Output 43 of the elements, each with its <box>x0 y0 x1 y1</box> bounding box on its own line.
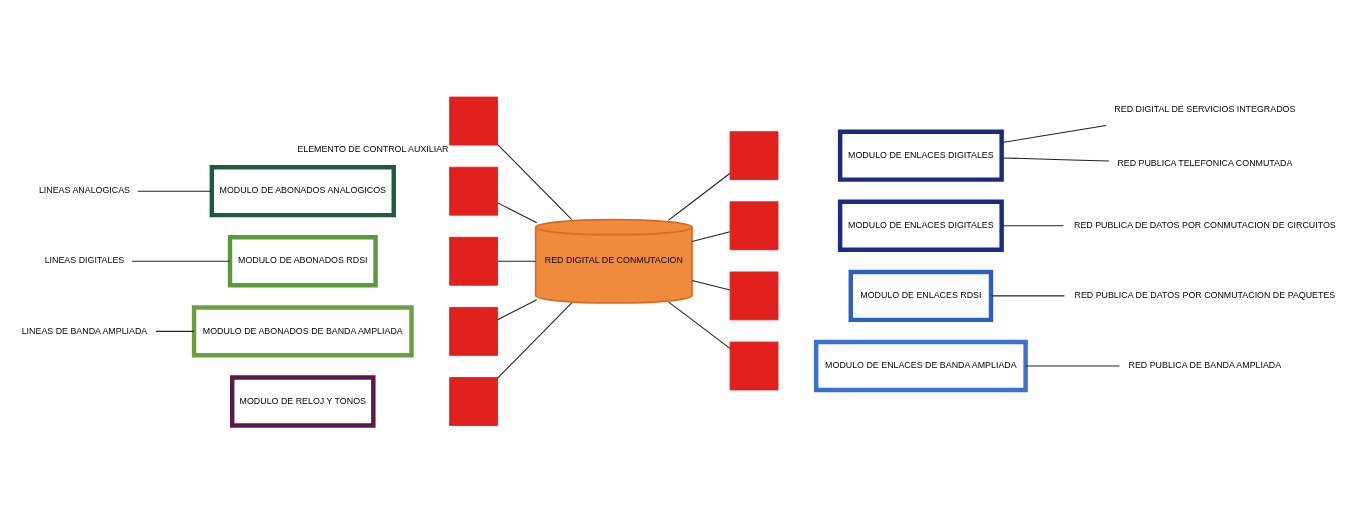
connector <box>155 330 195 332</box>
connector <box>497 143 573 220</box>
connector <box>990 294 1065 296</box>
node-text: LINEAS DIGITALES <box>44 254 125 265</box>
node-box: MODULO DE ABONADOS DE BANDA AMPLIADA <box>191 304 414 358</box>
node-text: RED PUBLICA DE BANDA AMPLIADA <box>1128 359 1282 370</box>
connector <box>1001 224 1065 226</box>
node-text: LINEAS ANALOGICAS <box>38 184 131 195</box>
node-box <box>449 306 499 356</box>
node-text: RED PUBLICA TELEFONICA CONMUTADA <box>1117 157 1293 168</box>
node-box <box>449 236 499 286</box>
connector <box>497 260 537 262</box>
connector <box>1001 124 1107 143</box>
node-box <box>729 200 779 250</box>
node-box: MODULO DE RELOJ Y TONOS <box>230 374 376 428</box>
node-box: MODULO DE ENLACES RDSI <box>848 269 994 322</box>
connector <box>497 201 538 223</box>
node-text: RED DIGITAL DE SERVICIOS INTEGRADOS <box>1114 103 1296 114</box>
node-box <box>449 166 499 216</box>
node-box <box>449 96 499 145</box>
node-text: RED PUBLICA DE DATOS POR CONMUTACION DE PAQUETES <box>1074 289 1336 300</box>
node-box: MODULO DE ENLACES DIGITALES <box>837 129 1004 182</box>
node-box: MODULO DE ENLACES DE BANDA AMPLIADA <box>813 339 1028 392</box>
node-text: RED PUBLICA DE DATOS POR CONMUTACION DE CIRCUITOS <box>1074 219 1336 230</box>
connector <box>1025 364 1120 366</box>
connector <box>497 298 538 320</box>
node-box: MODULO DE ABONADOS ANALOGICOS <box>209 164 396 217</box>
connector <box>691 230 731 242</box>
connector <box>667 172 731 221</box>
connector <box>691 279 731 291</box>
node-box: MODULO DE ABONADOS RDSI <box>227 234 378 287</box>
node-text: LINEAS DE BANDA AMPLIADA <box>21 325 148 336</box>
node-label: ELEMENTO DE CONTROL AUXILIAR <box>297 143 449 154</box>
node-box <box>729 130 779 180</box>
connector <box>497 301 573 379</box>
node-box: MODULO DE ENLACES DIGITALES <box>837 199 1004 252</box>
node-box <box>449 376 499 426</box>
node-box <box>729 341 779 390</box>
connector <box>137 190 213 192</box>
node-box <box>729 270 779 320</box>
connector <box>1001 156 1110 161</box>
connector <box>668 301 731 349</box>
connector <box>131 260 231 262</box>
